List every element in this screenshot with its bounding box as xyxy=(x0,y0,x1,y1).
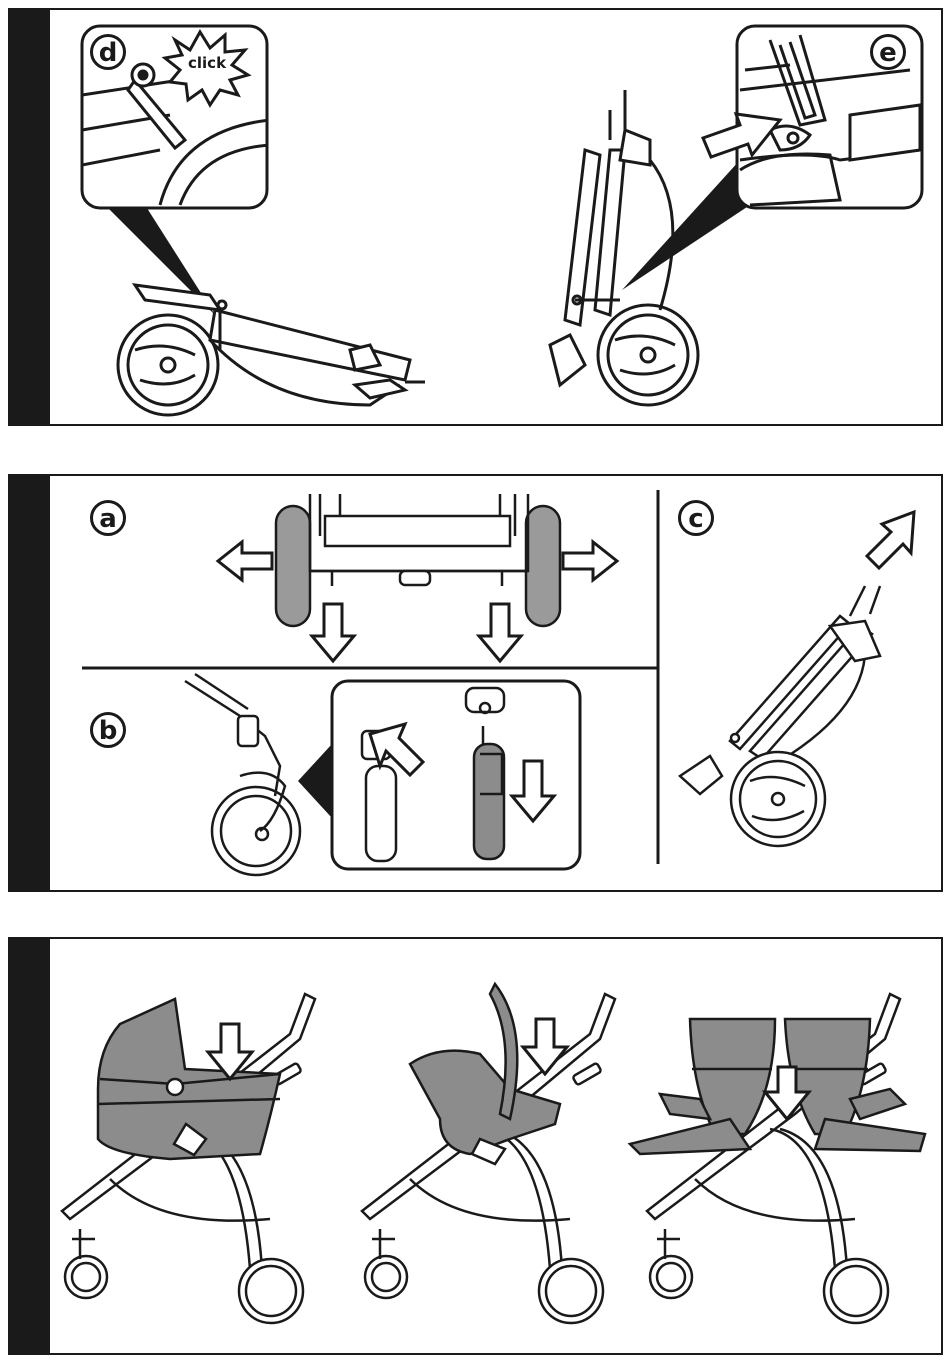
arrow-outline-icon xyxy=(563,542,617,580)
front-wheel-view xyxy=(185,674,300,875)
panel-fold-steps-d-e: d click e xyxy=(8,8,943,426)
wheel-icon xyxy=(731,752,825,846)
step-label-b: b xyxy=(90,712,126,748)
arrow-outline-icon xyxy=(218,542,272,580)
rear-axle-view xyxy=(276,494,560,626)
step-label-a: a xyxy=(90,500,126,536)
seat-attachment-illustration xyxy=(10,939,945,1357)
folded-stroller-illustration xyxy=(10,10,945,428)
folded-frame-view xyxy=(680,586,880,846)
carrycot xyxy=(98,999,280,1159)
zoom-pointer xyxy=(298,744,332,818)
arrow-outline-icon xyxy=(479,604,521,661)
wheel-icon xyxy=(276,506,310,626)
panel-seat-attachments xyxy=(8,937,943,1355)
wheel-icon xyxy=(526,506,560,626)
step-label-c: c xyxy=(678,500,714,536)
panel-wheel-steps-a-b-c: a b c xyxy=(8,474,943,892)
arrow-outline-icon xyxy=(867,512,914,568)
folded-stroller-left xyxy=(118,285,425,415)
step-label-e: e xyxy=(870,34,906,70)
wheel-removal-illustration xyxy=(10,476,945,894)
wheel-icon xyxy=(118,315,218,415)
wheel-icon xyxy=(598,305,698,405)
click-sound-label: click xyxy=(188,54,226,72)
step-label-d: d xyxy=(90,34,126,70)
wheel-icon xyxy=(824,1259,888,1323)
wheel-icon xyxy=(539,1259,603,1323)
arrow-outline-icon xyxy=(312,604,354,661)
wheel-icon xyxy=(239,1259,303,1323)
